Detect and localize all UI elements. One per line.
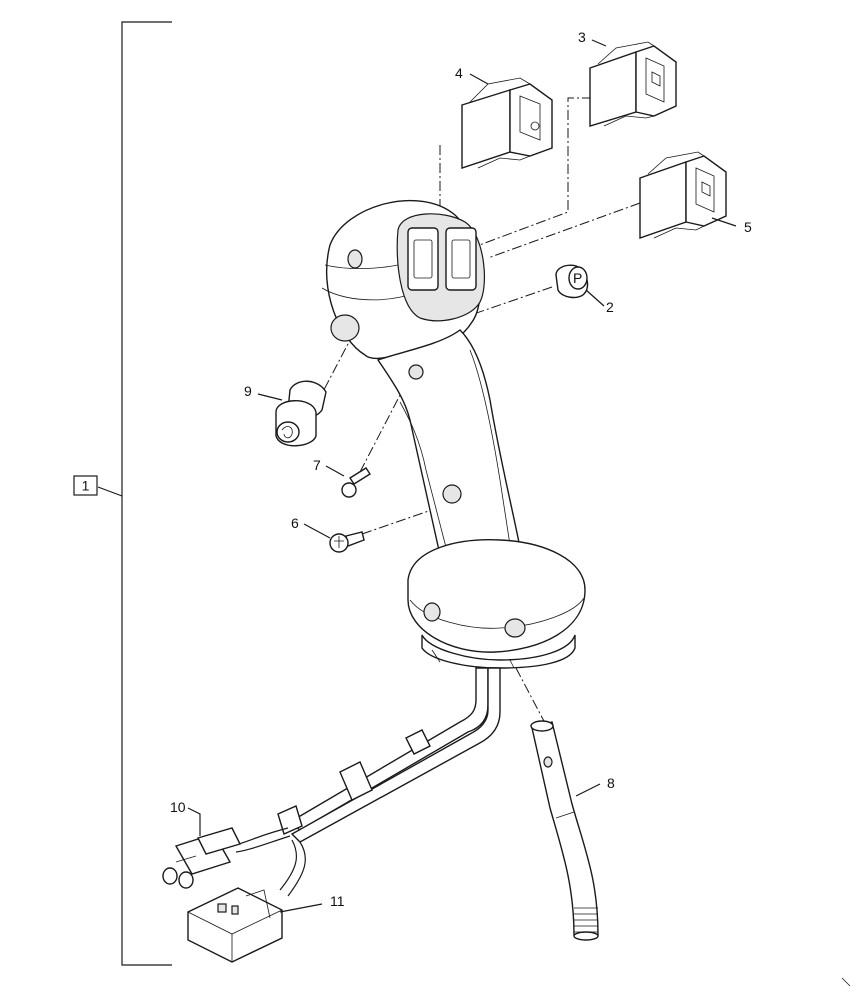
svg-text:10: 10 xyxy=(170,799,186,815)
screw-6 xyxy=(329,531,365,553)
callout-6: 6 xyxy=(291,515,331,539)
push-button-2: P xyxy=(555,264,589,299)
rocker-switch-5 xyxy=(639,151,727,239)
assembly-label: 1 xyxy=(82,478,90,494)
callout-4: 4 xyxy=(455,65,489,85)
svg-text:6: 6 xyxy=(291,515,299,531)
svg-text:5: 5 xyxy=(744,219,752,235)
callout-9: 9 xyxy=(244,383,283,401)
svg-text:7: 7 xyxy=(313,457,321,473)
screw-7 xyxy=(341,467,371,498)
push-button-p-glyph: P xyxy=(573,270,582,286)
callout-3: 3 xyxy=(578,29,607,47)
callout-8: 8 xyxy=(575,775,615,797)
callout-2: 2 xyxy=(585,289,614,315)
corner-mark xyxy=(841,977,851,987)
assembly-label-box: 1 xyxy=(73,475,98,496)
callout-7: 7 xyxy=(313,457,345,477)
cable-harness xyxy=(231,667,501,897)
svg-text:3: 3 xyxy=(578,29,586,45)
svg-text:11: 11 xyxy=(330,893,345,909)
plug-9 xyxy=(275,380,327,447)
assembly-bracket xyxy=(97,21,172,966)
rocker-switch-3 xyxy=(589,41,677,127)
svg-text:4: 4 xyxy=(455,65,463,81)
connector-10 xyxy=(162,827,242,889)
svg-text:8: 8 xyxy=(607,775,615,791)
callout-11: 11 xyxy=(279,893,345,913)
rocker-switch-4 xyxy=(461,77,553,169)
svg-text:9: 9 xyxy=(244,383,252,399)
shift-rod-8 xyxy=(530,720,599,941)
svg-text:2: 2 xyxy=(606,299,614,315)
callout-10: 10 xyxy=(170,799,201,836)
callout-5: 5 xyxy=(711,217,752,235)
connector-11 xyxy=(187,887,283,963)
shift-lever-handle xyxy=(321,199,586,669)
